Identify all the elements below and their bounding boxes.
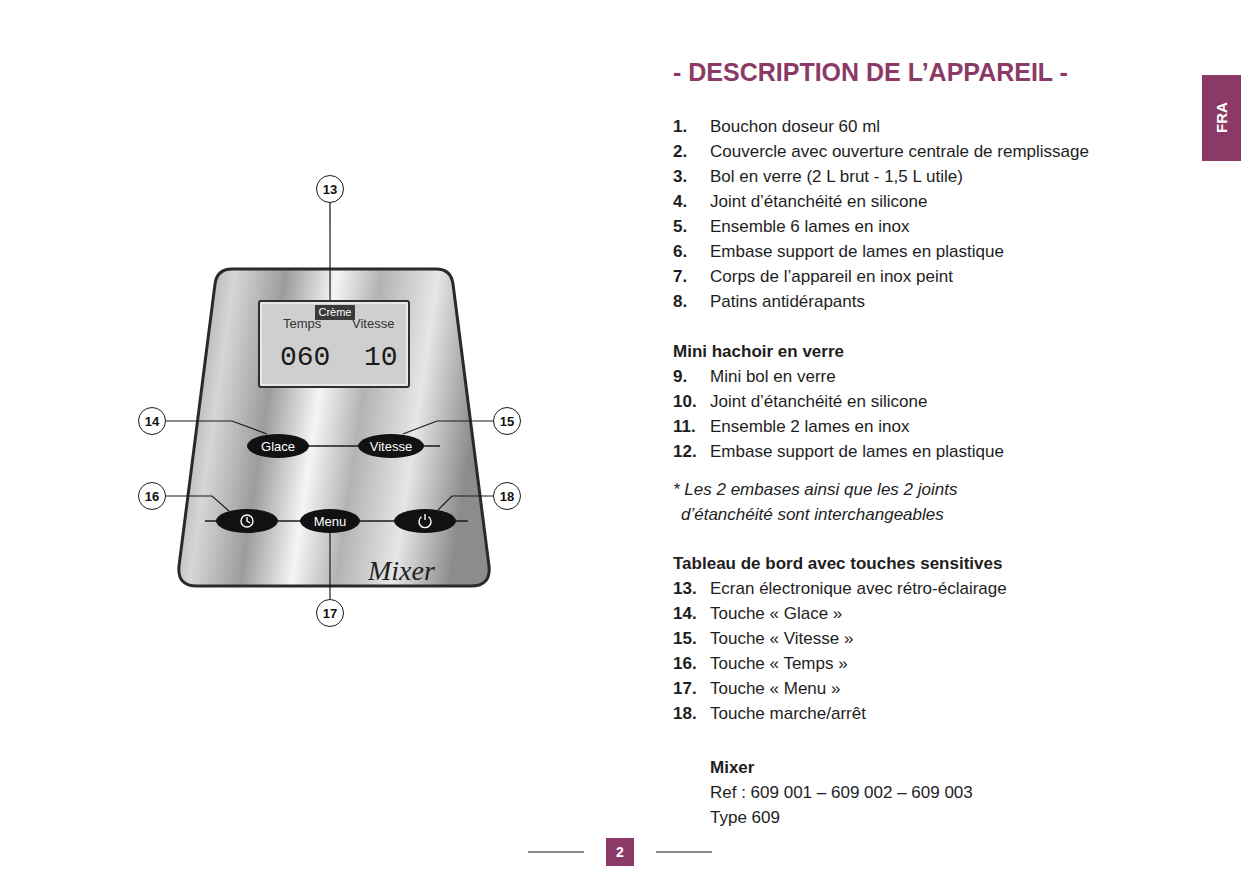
callout-number: 18 [500,489,514,504]
callout-number: 13 [323,182,337,197]
callout-number: 17 [323,606,337,621]
touch-button: Menu [300,509,360,533]
power-button [394,509,456,533]
button-label: Glace [261,439,295,454]
button-label: Crème [318,306,351,319]
control-panel: MixerTempsVitesse06010CrèmeGlaceVitesseM… [176,266,492,590]
callout-number: 13 [316,175,344,203]
panel-body [179,269,489,586]
page-number: 2 [606,838,634,866]
timer-button [216,509,278,533]
callout-number: 16 [145,489,159,504]
language-tab: FRA [1202,75,1241,161]
leader-line [329,533,330,599]
callout-number: 14 [145,414,159,429]
menu-indicator: Crème [315,305,355,320]
callout-number: 18 [493,482,521,510]
page-number: 2 [616,844,624,860]
callout-number: 16 [138,482,166,510]
leader-line [329,203,330,300]
lcd-screen: TempsVitesse06010Crème [258,300,410,388]
callout-number: 14 [138,407,166,435]
callout-number: 15 [500,414,514,429]
callout-number: 15 [493,407,521,435]
leader-line [403,421,493,434]
button-label: Menu [314,514,347,529]
leader-line [166,421,267,434]
callout-number: 17 [316,599,344,627]
language-code: FRA [1213,102,1230,133]
button-label: Vitesse [370,439,412,454]
touch-button: Vitesse [358,434,424,458]
touch-button: Glace [247,434,309,458]
